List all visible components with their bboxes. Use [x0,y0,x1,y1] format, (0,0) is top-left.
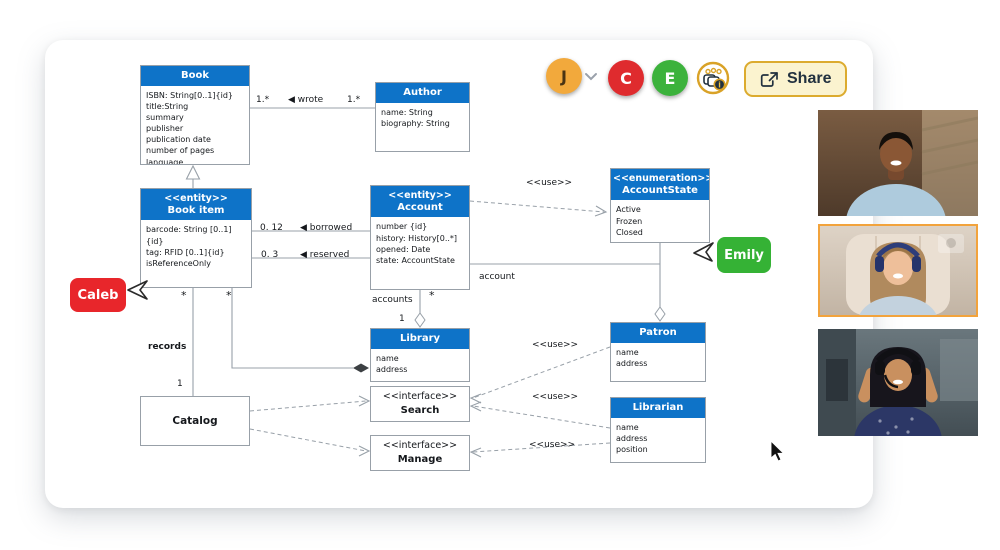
interface-title: Manage [397,453,443,465]
role-label-account: account [479,272,515,282]
participant-video-placeholder [818,110,978,216]
interface-stereotype: <<interface>> [382,390,458,402]
use-dependency-label: <<use>> [532,392,579,402]
collaborators-info-icon[interactable]: i [696,61,730,95]
participant-video-placeholder [820,226,976,315]
class-book-item[interactable]: <<entity>> Book item barcode: String [0.… [140,188,252,288]
current-user-avatar[interactable]: J [546,58,582,94]
video-tile-participant-3[interactable] [818,329,978,436]
multiplicity-label: 1 [177,379,183,389]
class-stereotype: <<enumeration>> [613,173,710,184]
participant-video-placeholder [818,329,978,436]
mouse-pointer-icon [770,440,785,462]
class-author[interactable]: Author name: String biography: String [375,82,470,152]
class-attributes: name address [616,347,648,368]
collaborator-cursor-arrow-icon [127,280,148,300]
share-button-label: Share [787,70,832,87]
class-librarian[interactable]: Librarian name address position [610,397,706,463]
multiplicity-label: * [429,289,435,302]
collaborator-cursor-arrow-icon [693,242,714,262]
class-account[interactable]: <<entity>> Account number {id} history: … [370,185,470,290]
class-title: Book [180,70,209,81]
interface-manage[interactable]: <<interface>> Manage [370,435,470,471]
class-patron[interactable]: Patron name address [610,322,706,382]
share-button[interactable]: Share [744,61,848,97]
class-title: AccountState [622,184,698,196]
class-attributes: name: String biography: String [381,107,450,128]
class-attributes: Active Frozen Closed [616,205,643,237]
multiplicity-label: 1.* [347,95,361,105]
multiplicity-label: 0. 12 [260,223,283,233]
video-tile-participant-1[interactable] [818,110,978,216]
association-label-wrote: ◀ wrote [288,95,324,105]
class-title: Librarian [632,402,684,413]
collaborator-cursor-emily: Emily [717,237,771,273]
class-title: Author [403,87,442,98]
class-catalog[interactable]: Catalog [140,396,250,446]
class-account-state[interactable]: <<enumeration>> AccountState Active Froz… [610,168,710,243]
collaborator-avatar-e[interactable]: E [652,60,688,96]
use-dependency-label: <<use>> [532,340,579,350]
multiplicity-label: * [181,289,187,302]
class-attributes: ISBN: String[0..1]{id} title:String summ… [146,90,234,165]
interface-search[interactable]: <<interface>> Search [370,386,470,422]
avatar-initial: J [561,66,567,86]
multiplicity-label: 0. 3 [261,250,279,260]
class-book[interactable]: Book ISBN: String[0..1]{id} title:String… [140,65,250,165]
cursor-name-label: Emily [724,247,764,263]
class-attributes: name address position [616,422,648,454]
multiplicity-label: * [226,289,232,302]
avatar-initial: C [620,68,632,88]
cursor-name-label: Caleb [77,287,119,303]
association-label-reserved: ◀ reserved [300,250,350,260]
camera-ghost-icon [938,234,964,253]
class-title: Catalog [172,415,218,427]
role-label-accounts: accounts [372,295,413,305]
share-icon [760,71,778,87]
class-attributes: barcode: String [0..1]{id} tag: RFID [0.… [146,225,232,268]
multiplicity-label: 1 [399,314,405,324]
video-tile-participant-2-active[interactable] [818,224,978,317]
collaborator-cursor-caleb: Caleb [70,278,126,312]
association-label-records: records [148,342,187,352]
multiplicity-label: 1.* [256,95,270,105]
class-library[interactable]: Library name address [370,328,470,382]
use-dependency-label: <<use>> [526,178,573,188]
association-label-borrowed: ◀ borrowed [300,223,353,233]
chevron-down-icon[interactable] [584,72,598,82]
collaborator-avatar-c[interactable]: C [608,60,644,96]
class-attributes: name address [376,353,408,374]
interface-stereotype: <<interface>> [382,439,458,451]
class-attributes: number {id} history: History[0..*] opene… [376,222,458,265]
avatar-initial: E [664,68,676,88]
class-title: Book item [167,204,225,216]
use-dependency-label: <<use>> [529,440,576,450]
class-title: Patron [639,327,677,338]
class-title: Account [397,201,443,213]
class-title: Library [399,333,441,344]
class-stereotype: <<entity>> [164,193,228,204]
interface-title: Search [400,404,440,416]
svg-text:i: i [718,80,721,89]
class-stereotype: <<entity>> [388,190,452,201]
